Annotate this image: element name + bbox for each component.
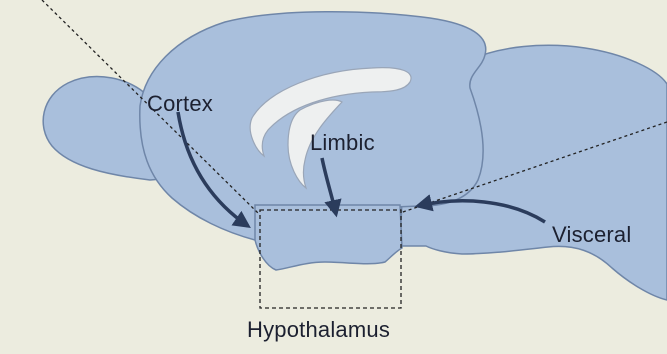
limbic-label: Limbic (310, 130, 375, 156)
visceral-label: Visceral (552, 222, 631, 248)
cortex-label: Cortex (147, 91, 213, 117)
ventral-forebrain (255, 205, 402, 270)
hypothalamus-label: Hypothalamus (247, 317, 390, 343)
